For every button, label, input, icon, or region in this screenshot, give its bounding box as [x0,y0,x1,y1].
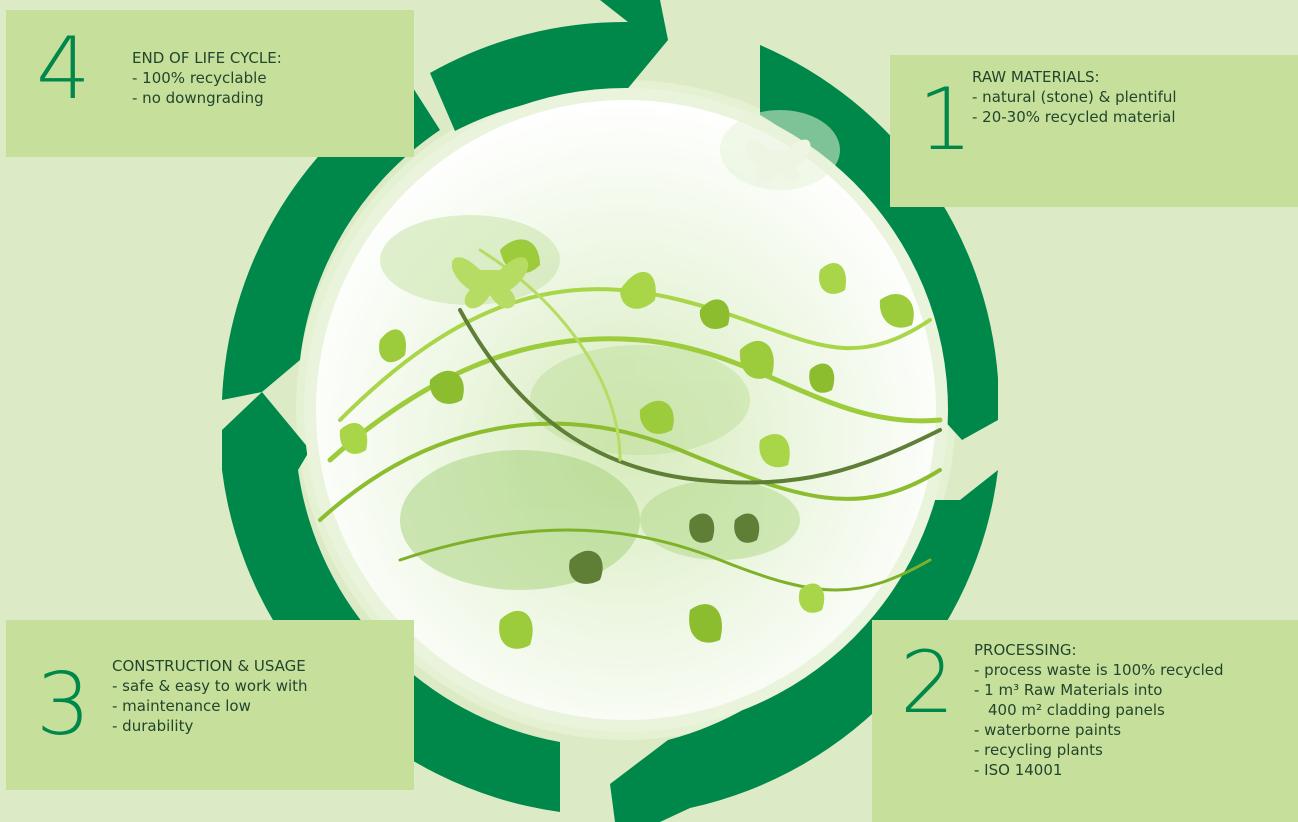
leaf-icon [759,434,790,468]
leaf-icon [499,610,533,649]
stage-line: - process waste is 100% recycled [974,661,1224,679]
leaf-icon [734,513,760,543]
stage-line: - ISO 14001 [974,761,1063,779]
leaves [339,139,914,649]
leaf-icon [879,294,914,328]
stage-line: - safe & easy to work with [112,677,308,695]
leaf-icon [809,363,835,393]
leaf-icon [739,340,774,379]
stage-line: - waterborne paints [974,721,1122,739]
stage-text-2: PROCESSING: - process waste is 100% recy… [974,640,1224,780]
butterfly-icon [745,139,811,183]
butterfly-icon [451,257,529,309]
stage-line: - natural (stone) & plentiful [972,88,1177,106]
stage-box-1: 1 RAW MATERIALS: - natural (stone) & ple… [890,55,1298,207]
stage-title-3: CONSTRUCTION & USAGE [112,657,306,675]
leaf-icon [429,370,464,404]
leaf-icon [569,550,603,584]
stage-title-1: RAW MATERIALS: [972,68,1100,86]
leaf-icon [689,513,715,543]
stage-number-3: 3 [36,655,91,755]
stage-box-2: 2 PROCESSING: - process waste is 100% re… [872,620,1298,822]
stage-line: - 20-30% recycled material [972,108,1176,126]
stage-line: - durability [112,717,194,735]
stage-number-1: 1 [918,70,973,170]
stage-title-2: PROCESSING: [974,641,1077,659]
leaf-icon [798,583,825,613]
stage-title-4: END OF LIFE CYCLE: [132,49,282,67]
stage-line: - recycling plants [974,741,1103,759]
leaf-icon [620,271,656,309]
stage-text-1: RAW MATERIALS: - natural (stone) & plent… [972,67,1177,127]
leaf-icon [699,299,730,330]
cycle-arrow-left-top [222,80,440,400]
leaf-icon [379,329,406,363]
stage-number-4: 4 [36,19,91,119]
leaf-icon [689,604,722,643]
stage-number-2: 2 [900,633,955,733]
stage-line: - 1 m³ Raw Materials into [974,681,1163,699]
stage-text-3: CONSTRUCTION & USAGE - safe & easy to wo… [112,656,308,736]
stage-line: - maintenance low [112,697,251,715]
leaf-icon [819,262,846,294]
stage-line: - 100% recyclable [132,69,267,87]
leaf-icon [339,422,368,454]
stage-line: 400 m² cladding panels [988,701,1165,719]
vine-lines [318,248,943,592]
leaf-icon [639,400,674,434]
stage-box-4: 4 END OF LIFE CYCLE: - 100% recyclable -… [6,10,414,157]
stage-line: - no downgrading [132,89,264,107]
stage-text-4: END OF LIFE CYCLE: - 100% recyclable - n… [132,48,282,108]
stage-box-3: 3 CONSTRUCTION & USAGE - safe & easy to … [6,620,414,790]
